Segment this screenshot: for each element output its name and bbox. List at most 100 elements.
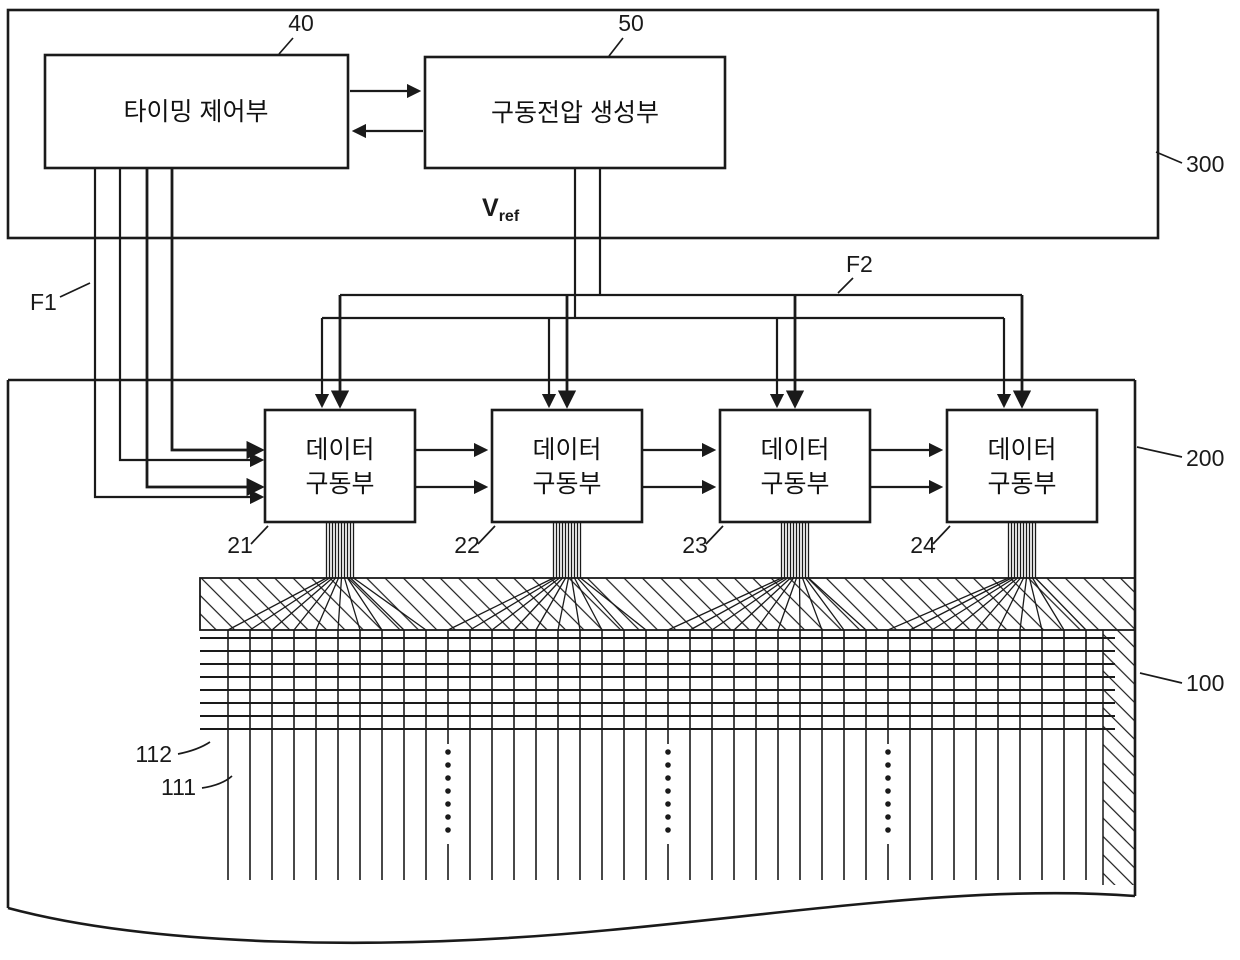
f1-label: F1 xyxy=(30,289,57,315)
continuation-dot xyxy=(445,827,451,833)
fanout-line xyxy=(808,577,867,631)
vref-label-base: V xyxy=(482,194,499,222)
continuation-dot xyxy=(885,801,891,807)
panel-data-lines xyxy=(227,630,1087,880)
fanout-line xyxy=(777,577,798,631)
fanout-line xyxy=(249,577,330,631)
continuation-dot xyxy=(445,749,451,755)
continuation-dot xyxy=(885,749,891,755)
data-driver-22-label-line2: 구동부 xyxy=(532,470,601,498)
fanout-line xyxy=(343,577,361,631)
continuation-dot xyxy=(885,762,891,768)
fanout-line xyxy=(535,577,567,631)
ref-111-leader xyxy=(201,775,233,789)
continuation-dot xyxy=(885,814,891,820)
dots-gap xyxy=(661,744,675,844)
fanout-line xyxy=(689,577,785,631)
continuation-dot xyxy=(885,775,891,781)
continuation-dot xyxy=(445,775,451,781)
ref-23-leader xyxy=(705,525,724,545)
fanout-line xyxy=(315,577,340,631)
fanout-line xyxy=(577,577,625,631)
region-200-wavy-cut-edge xyxy=(7,891,1136,945)
continuation-dot xyxy=(665,749,671,755)
continuation-dot xyxy=(445,814,451,820)
fanout-line xyxy=(801,577,823,631)
vref-label-sub: ref xyxy=(499,208,520,225)
driver-fanout-lines xyxy=(227,522,1087,631)
data-driver-box-23 xyxy=(718,408,872,524)
ref-40-leader xyxy=(278,37,294,55)
data-driver-box-24 xyxy=(945,408,1099,524)
continuation-dot xyxy=(885,827,891,833)
fanout-line xyxy=(953,577,1018,631)
panel-seal-hatch-band xyxy=(199,577,1136,631)
fanout-line xyxy=(755,577,795,631)
f1-signal-line-2 xyxy=(118,168,265,468)
ref-label-111: 111 xyxy=(161,774,196,800)
continuation-dots xyxy=(441,744,895,844)
ref-112-leader xyxy=(177,741,211,755)
fanout-line xyxy=(1019,577,1028,631)
f2-leader xyxy=(837,277,854,294)
timing-controller-label: 타이밍 제어부 xyxy=(124,98,269,126)
ref-label-112: 112 xyxy=(135,741,172,767)
f1-leader xyxy=(59,282,91,298)
fanout-line xyxy=(353,577,427,631)
continuation-dot xyxy=(665,814,671,820)
data-driver-24-label-line1: 데이터 xyxy=(987,436,1056,464)
voltage-generator-box xyxy=(423,55,727,170)
dots-gap xyxy=(881,744,895,844)
panel-gate-lines xyxy=(200,637,1115,730)
fanout-line xyxy=(570,577,581,631)
ref-24-leader xyxy=(932,525,951,545)
panel-seal-hatch-right-strip xyxy=(1103,630,1135,885)
fanout-line xyxy=(271,577,333,631)
fanout-line xyxy=(346,577,383,631)
ref-100-leader xyxy=(1139,672,1183,684)
ref-label-300: 300 xyxy=(1186,151,1224,177)
fanout-line xyxy=(997,577,1025,631)
ref-label-24: 24 xyxy=(910,532,936,558)
continuation-dot xyxy=(665,827,671,833)
fanout-line xyxy=(350,577,405,631)
fanout-line xyxy=(667,577,782,631)
f1-signal-line-1 xyxy=(93,168,265,505)
ref-21-leader xyxy=(250,525,269,545)
fanout-line xyxy=(447,577,554,631)
fanout-line xyxy=(580,577,647,631)
continuation-dot xyxy=(665,788,671,794)
continuation-dot xyxy=(665,801,671,807)
dots-gap xyxy=(441,744,455,844)
continuation-dot xyxy=(885,788,891,794)
data-drivers: 데이터 구동부 21 데이터 구동부 22 데이터 구동부 23 데이터 구동부… xyxy=(227,408,1099,558)
data-driver-23-label-line1: 데이터 xyxy=(760,436,829,464)
vref-label: Vref xyxy=(482,194,520,225)
f2-label: F2 xyxy=(846,251,873,277)
f1-signal-line-4 xyxy=(170,168,265,460)
voltage-generator-label: 구동전압 생성부 xyxy=(491,99,659,127)
data-driver-21-label-line2: 구동부 xyxy=(305,470,374,498)
fanout-line xyxy=(227,577,327,631)
continuation-dot xyxy=(445,762,451,768)
fanout-line xyxy=(491,577,560,631)
ref-200-leader xyxy=(1136,446,1183,458)
fanout-line xyxy=(573,577,603,631)
fanout-line xyxy=(798,577,801,631)
fanout-line xyxy=(513,577,563,631)
data-driver-box-21 xyxy=(263,408,417,524)
fanout-line xyxy=(909,577,1012,631)
fanout-line xyxy=(337,577,343,631)
data-driver-22-label-line1: 데이터 xyxy=(532,436,601,464)
fanout-line xyxy=(1035,577,1087,631)
ref-label-200: 200 xyxy=(1186,445,1224,471)
fanout-line xyxy=(931,577,1015,631)
continuation-dot xyxy=(445,801,451,807)
data-driver-21-label-line1: 데이터 xyxy=(305,436,374,464)
continuation-dot xyxy=(665,762,671,768)
fanout-line xyxy=(293,577,337,631)
fanout-line xyxy=(469,577,557,631)
ref-label-40: 40 xyxy=(288,10,314,36)
fanout-line xyxy=(557,577,570,631)
